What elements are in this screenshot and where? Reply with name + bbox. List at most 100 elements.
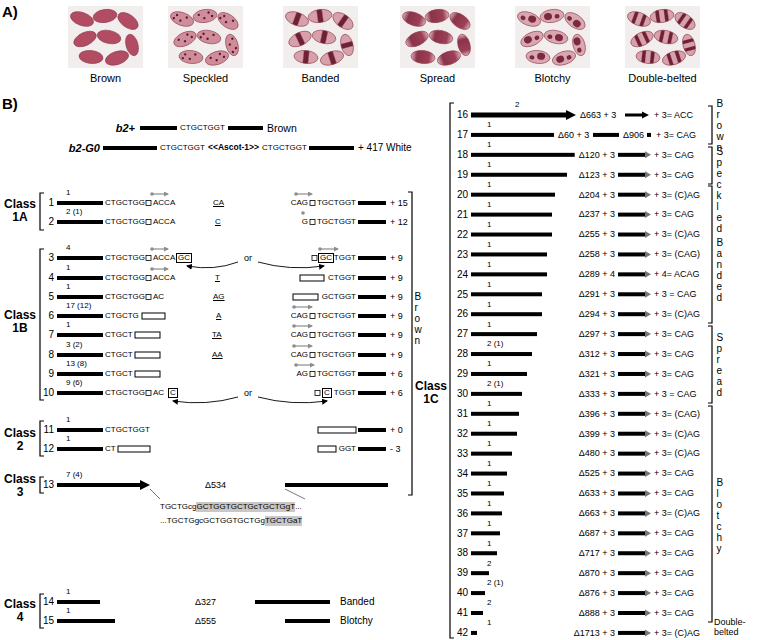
annotation-text: TA <box>212 330 222 339</box>
annotation-text: CTGCTGG <box>105 217 145 226</box>
tsd-dot <box>150 192 154 196</box>
arrow-head <box>645 470 651 477</box>
annotation-text: Δ297 + 3 <box>579 329 615 339</box>
annotation-text: Δ60 + 3 <box>558 130 589 140</box>
spore <box>525 49 550 64</box>
spore <box>96 28 122 46</box>
annotation-text: Δ687 + 3 <box>579 528 615 538</box>
annotation-text: AG <box>213 292 225 301</box>
annotation-text: CTGCT <box>105 350 133 359</box>
dna-bar <box>57 600 100 604</box>
annotation-text: TGGT <box>334 388 356 397</box>
annotation-text: 2 <box>48 216 54 228</box>
speck <box>172 17 175 20</box>
dna-bar <box>618 611 645 615</box>
annotation-text: 1 <box>487 519 491 528</box>
annotation-text: B) <box>2 95 18 112</box>
deleted-segment <box>318 446 336 452</box>
annotation-text: CTGCTGG <box>105 198 145 207</box>
spore <box>192 8 218 24</box>
speck <box>177 38 180 41</box>
phenotype-label: Speckled <box>163 72 248 84</box>
dna-bar <box>471 511 502 515</box>
annotation-text: + 3= (C)AG <box>654 429 700 439</box>
annotation-text: Δ237 + 3 <box>579 209 615 219</box>
footprint-box <box>310 353 315 358</box>
speck <box>234 47 237 50</box>
annotation-text: 38 <box>457 547 468 559</box>
deleted-segment <box>135 352 160 358</box>
dna-bar <box>358 333 386 337</box>
dna-bar <box>471 611 483 615</box>
annotation-text: 2 (1) <box>66 207 82 216</box>
annotation-text: 8 <box>48 349 54 361</box>
bracket <box>708 406 712 622</box>
spore <box>661 48 688 68</box>
dna-bar <box>471 432 517 436</box>
annotation-text: CTGCTGGT <box>105 425 150 434</box>
dna-bar <box>471 551 497 555</box>
spore <box>424 8 450 24</box>
dna-bar <box>358 447 386 451</box>
annotation-text: C <box>168 388 178 398</box>
tsd-arrow <box>294 306 312 307</box>
dna-bar <box>471 213 552 217</box>
speck <box>188 58 191 61</box>
dna-bar <box>618 571 645 575</box>
tsd-arrow <box>296 193 312 194</box>
dna-bar <box>471 133 554 137</box>
speck <box>197 13 200 16</box>
annotation-text: 2 <box>515 100 519 109</box>
annotation-text: 1 <box>487 439 491 448</box>
dna-bar <box>358 295 386 299</box>
arrow-head <box>645 251 651 258</box>
spore <box>626 9 653 29</box>
annotation-text: + 3= (C)AG <box>654 190 700 200</box>
dna-bar <box>57 314 103 318</box>
annotation-text: Δ294 + 3 <box>579 309 615 319</box>
annotation-text: 26 <box>457 308 468 320</box>
annotation-text: TGCTGGT <box>317 350 356 359</box>
annotation-text: Δ906 <box>623 130 644 140</box>
annotation-text: 9 (6) <box>66 378 82 387</box>
spore-photo <box>400 6 475 68</box>
dna-bar <box>57 391 103 395</box>
alternative-arrow <box>258 397 327 403</box>
tsd-dot <box>294 363 298 367</box>
dna-bar <box>57 256 103 260</box>
annotation-text: 1 <box>66 587 70 596</box>
photo-ground <box>68 6 143 68</box>
spore <box>215 9 241 33</box>
footprint-box <box>146 391 151 396</box>
spore <box>92 8 118 24</box>
speck <box>219 16 222 19</box>
annotation-text: TGCTGcg <box>160 502 196 511</box>
annotation-text: Δ480 + 3 <box>579 448 615 458</box>
deleted-segment <box>300 275 324 281</box>
annotation-text: 4 <box>48 272 54 284</box>
annotation-text: Δ312 + 3 <box>579 349 615 359</box>
footprint-box <box>315 391 320 396</box>
dna-bar <box>471 173 567 177</box>
annotation-text: 1 <box>487 160 491 169</box>
annotation-text: + 9 <box>390 350 403 360</box>
bracket <box>40 193 44 230</box>
phenotype-label: Spread <box>395 72 480 84</box>
phenotype-label: Blotchy <box>717 477 728 554</box>
annotation-text: A) <box>2 3 18 20</box>
annotation-text: CAG <box>291 350 308 359</box>
speck <box>203 17 206 20</box>
speck <box>186 33 189 36</box>
dna-bar <box>471 312 542 316</box>
dna-bar <box>57 447 103 451</box>
annotation-text: 1 <box>487 320 491 329</box>
annotation-text: + 15 <box>390 198 408 208</box>
annotation-text: Δ289 + 4 <box>579 269 615 279</box>
annotation-text: CTGCT <box>105 369 133 378</box>
dna-bar <box>471 252 547 256</box>
phenotype-label: Blotchy <box>510 72 595 84</box>
annotation-text: + 6 <box>390 388 403 398</box>
ascus-photo: Brown <box>63 6 148 84</box>
annotation-text: 1 <box>66 606 70 615</box>
speck <box>231 37 234 40</box>
